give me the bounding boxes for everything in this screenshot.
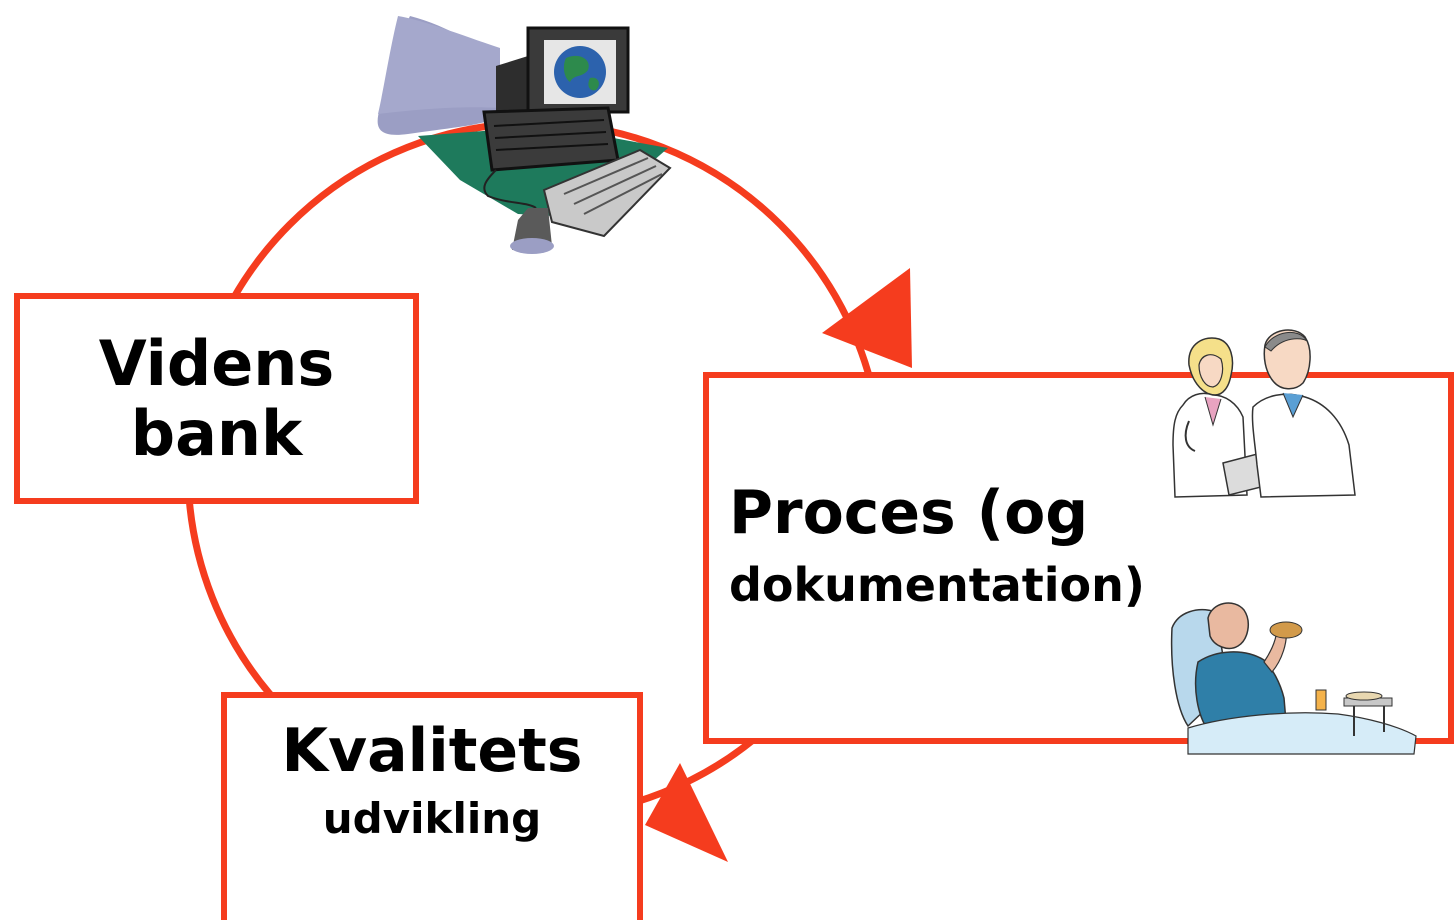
videns-bank-box: Videns bank (14, 293, 419, 504)
arrowhead-to-kvalitet (645, 763, 728, 862)
kvalitets-line1: Kvalitets (281, 716, 583, 786)
kvalitets-udvikling-box: Kvalitets udvikling (221, 692, 643, 920)
computer-clipart-icon (377, 16, 672, 254)
doctors-clipart-icon (1172, 329, 1356, 498)
kvalitets-line2: udvikling (322, 794, 542, 843)
patient-in-bed-clipart-icon (1170, 602, 1417, 755)
proces-line1: Proces (og (729, 478, 1089, 548)
videns-bank-line1: Videns (98, 327, 335, 401)
proces-line2: dokumentation) (729, 558, 1145, 612)
arrowhead-to-proces (822, 268, 912, 368)
videns-bank-line2: bank (130, 396, 303, 470)
